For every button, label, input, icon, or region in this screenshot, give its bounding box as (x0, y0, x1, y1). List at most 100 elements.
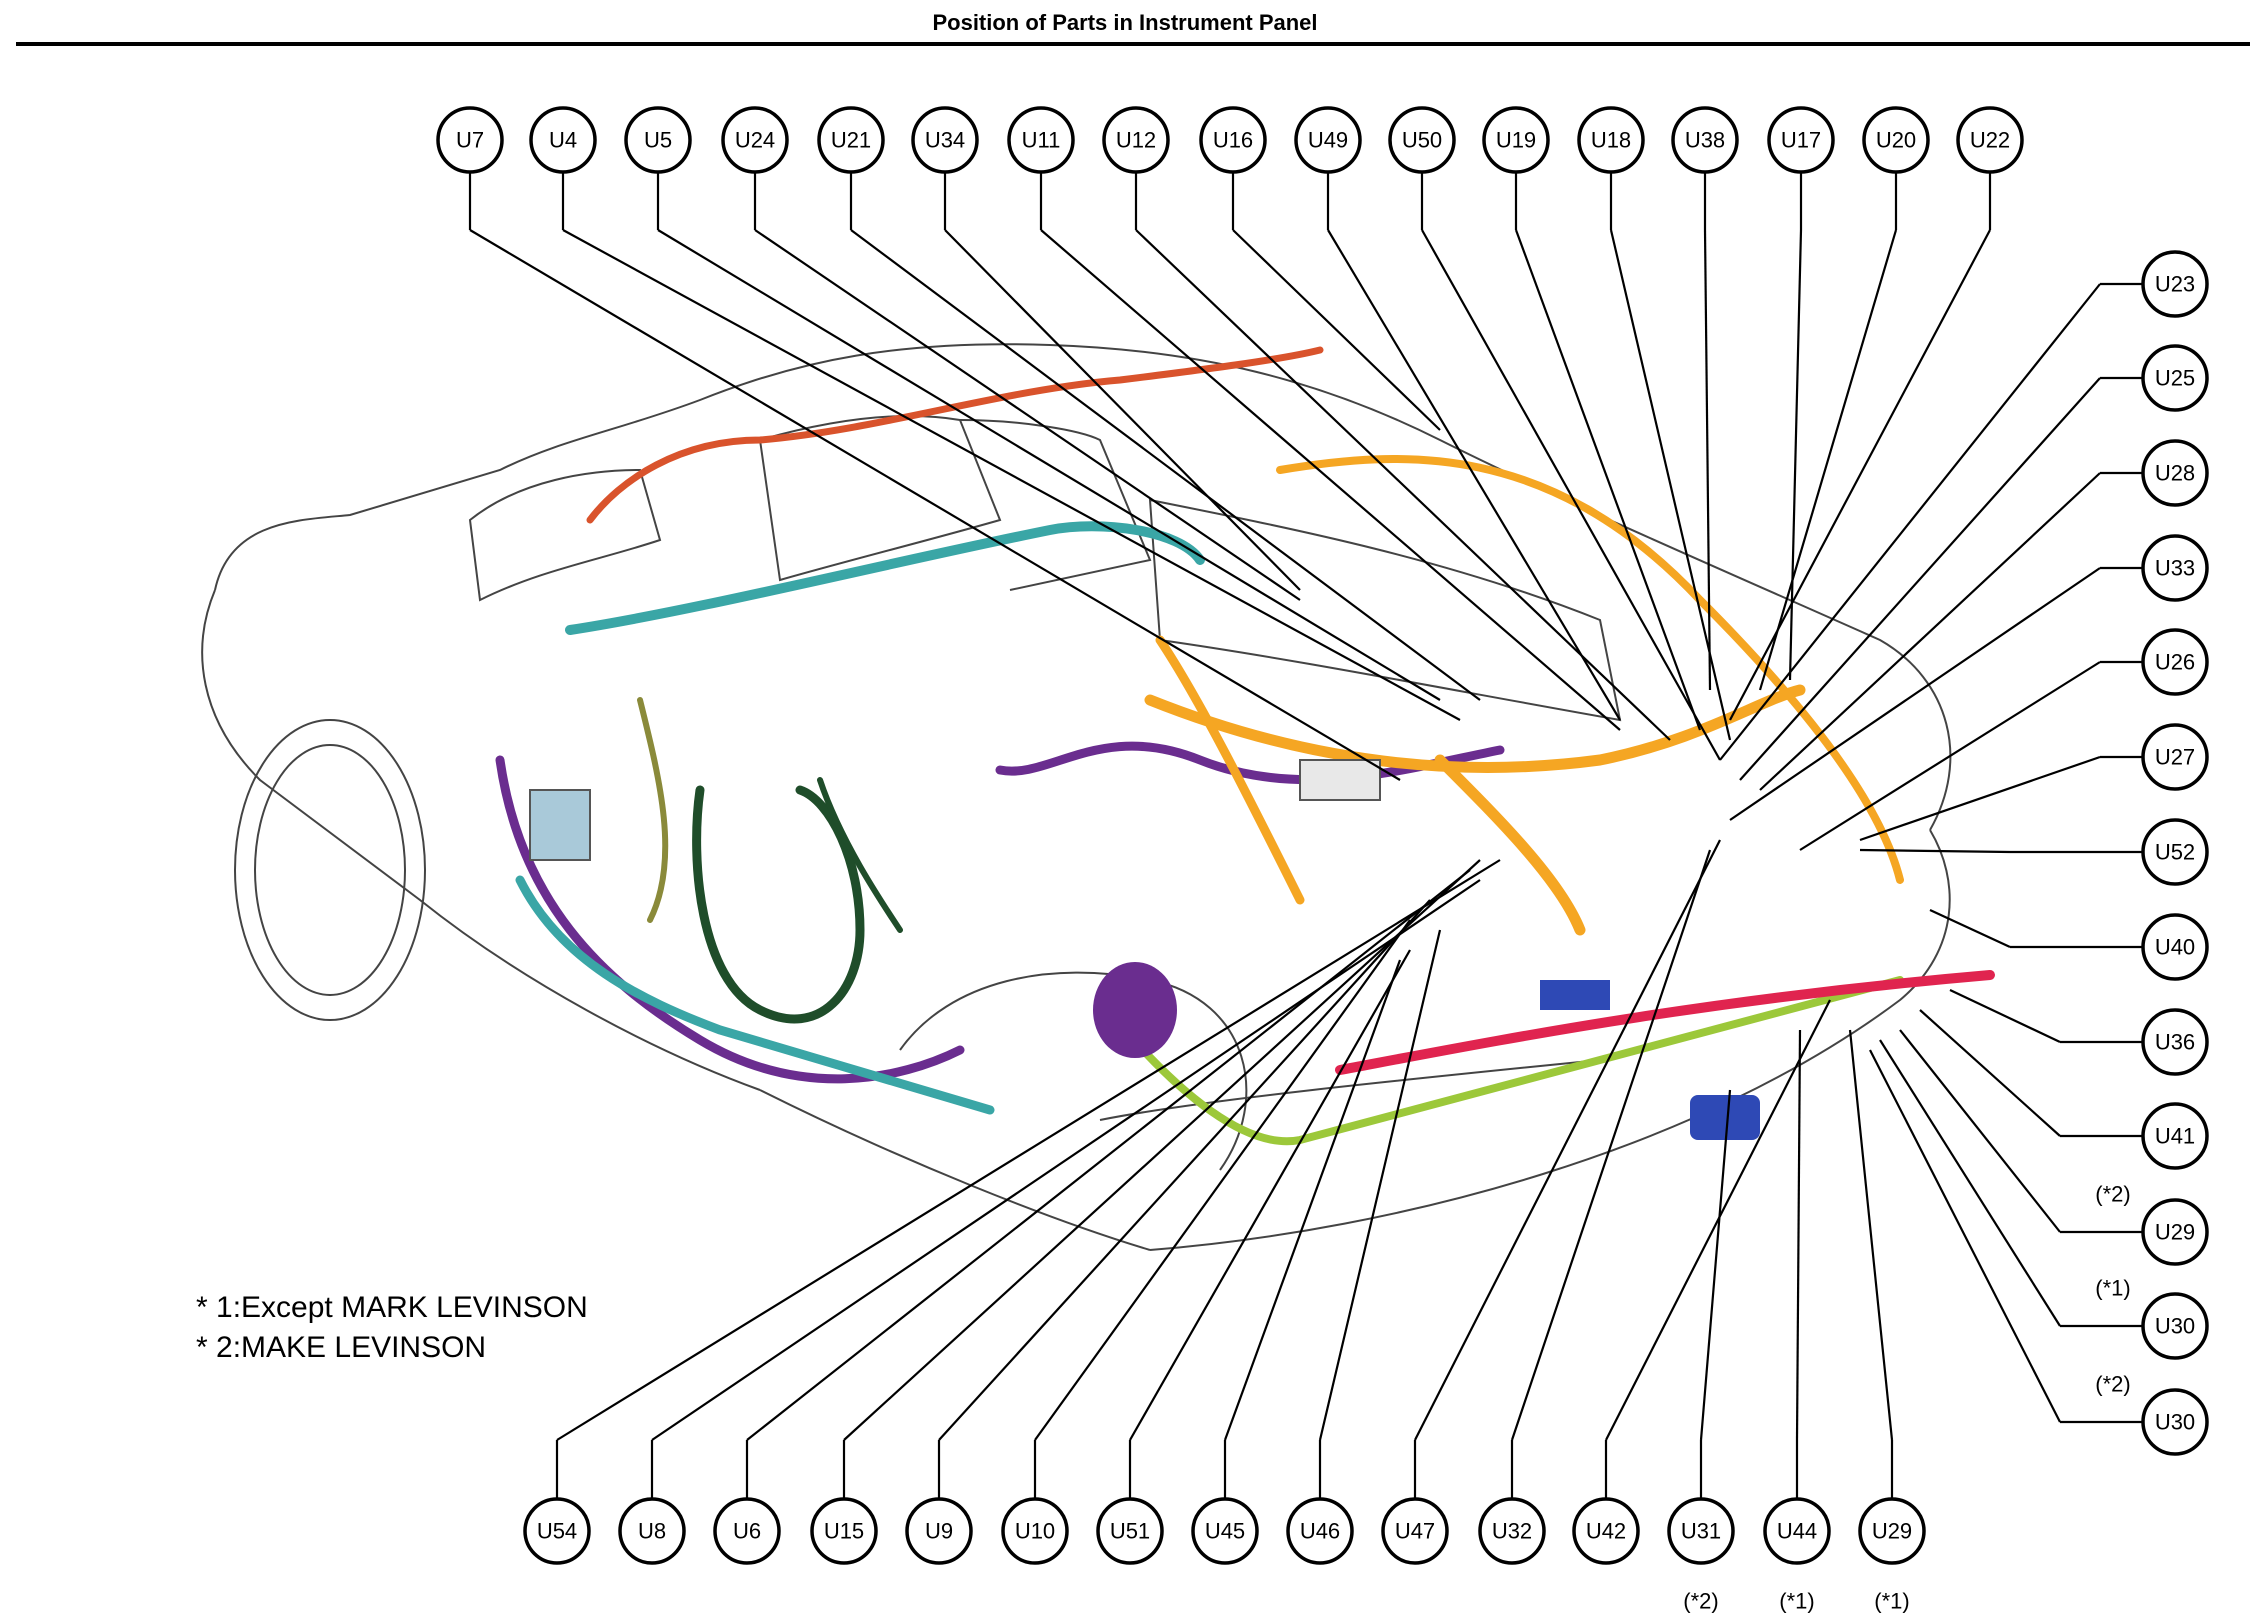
leader-line (1414, 839, 1721, 1441)
leader-line (1514, 229, 1702, 731)
callout-circle (1478, 1497, 1546, 1565)
callout-label: U16 (1213, 128, 1253, 153)
callout-circle (2141, 344, 2209, 412)
callout-circle (1667, 1497, 1735, 1565)
callout-label: U22 (1970, 128, 2010, 153)
leader-line (1879, 1039, 2061, 1327)
callout-circle (1671, 106, 1739, 174)
callout-label: U32 (1492, 1519, 1532, 1544)
callout-circle (2141, 534, 2209, 602)
leader-line (1040, 229, 1621, 731)
leader-line (850, 229, 1481, 701)
callout-circle (1007, 106, 1075, 174)
callout-u45: U45 (1191, 1497, 1259, 1565)
title-rule (16, 42, 2250, 46)
callout-label: U4 (549, 128, 577, 153)
callout-u31: U31 (*2) (1667, 1497, 1735, 1614)
callout-label: U12 (1116, 128, 1156, 153)
leader-line (562, 229, 1461, 721)
callout-label: U15 (824, 1519, 864, 1544)
callout-note: (*1) (1779, 1589, 1814, 1614)
callout-label: U51 (1110, 1519, 1150, 1544)
callout-circle (1381, 1497, 1449, 1565)
leader-line (1949, 989, 2061, 1043)
callout-circle (2141, 439, 2209, 507)
callout-label: U20 (1876, 128, 1916, 153)
callout-u30: U30(*1) (2095, 1276, 2209, 1360)
callout-circle (1096, 1497, 1164, 1565)
callout-label: U28 (2155, 461, 2195, 486)
leader-line (1759, 472, 2101, 791)
leader-line (1795, 1029, 1802, 1441)
callout-note: (*2) (1683, 1589, 1718, 1614)
callout-u22: U22 (1956, 106, 2024, 174)
callout-circle (2141, 818, 2209, 886)
callout-circle (1482, 106, 1550, 174)
callout-u29: U29(*2) (2095, 1182, 2209, 1266)
callout-circle (1294, 106, 1362, 174)
callout-note: (*2) (2095, 1372, 2130, 1397)
callout-circle (1199, 106, 1267, 174)
callout-circle (2141, 1388, 2209, 1456)
callout-label: U27 (2155, 745, 2195, 770)
callout-u40: U40 (2141, 913, 2209, 981)
callout-u49: U49 (1294, 106, 1362, 174)
leader-line (1605, 999, 1831, 1441)
callout-circle (911, 106, 979, 174)
callout-label: U17 (1781, 128, 1821, 153)
leader-line (1232, 229, 1441, 431)
callout-circle (721, 106, 789, 174)
leader-line (843, 859, 1481, 1441)
callout-label: U31 (1681, 1519, 1721, 1544)
callout-circle (2141, 913, 2209, 981)
leader-line (1729, 567, 2101, 821)
callout-label: U40 (2155, 935, 2195, 960)
callout-u42: U42 (1572, 1497, 1640, 1565)
callout-u47: U47 (1381, 1497, 1449, 1565)
leader-line (1510, 849, 1712, 1441)
callout-label: U34 (925, 128, 965, 153)
callout-u6: U6 (713, 1497, 781, 1565)
callout-u50: U50 (1388, 106, 1456, 174)
callout-circle (1102, 106, 1170, 174)
callout-circle (1862, 106, 1930, 174)
callout-label: U18 (1591, 128, 1631, 153)
callout-u26: U26 (2141, 628, 2209, 696)
callout-u4: U4 (529, 106, 597, 174)
callout-label: U23 (2155, 272, 2195, 297)
callout-label: U10 (1015, 1519, 1055, 1544)
callout-circle (817, 106, 885, 174)
callout-u52: U52 (2141, 818, 2209, 886)
callout-u25: U25 (2141, 344, 2209, 412)
callout-label: U7 (456, 128, 484, 153)
callout-circle (2141, 628, 2209, 696)
callout-u28: U28 (2141, 439, 2209, 507)
callout-u9: U9 (905, 1497, 973, 1565)
callout-u17: U17 (1767, 106, 1835, 174)
callout-u54: U54 (523, 1497, 591, 1565)
callout-circle (1577, 106, 1645, 174)
callout-u18: U18 (1577, 106, 1645, 174)
callout-circle (2141, 1198, 2209, 1266)
callout-circle (2141, 723, 2209, 791)
callout-circle (1388, 106, 1456, 174)
callout-circle (1956, 106, 2024, 174)
callout-label: U21 (831, 128, 871, 153)
leader-line (1699, 1089, 1732, 1441)
callout-u23: U23 (2141, 250, 2209, 318)
callout-label: U54 (537, 1519, 577, 1544)
callout-label: U30 (2155, 1410, 2195, 1435)
page-title: Position of Parts in Instrument Panel (932, 10, 1318, 35)
callout-u21: U21 (817, 106, 885, 174)
callout-circle (905, 1497, 973, 1565)
car-body-outline (201, 343, 1952, 1251)
callout-u5: U5 (624, 106, 692, 174)
callout-label: U26 (2155, 650, 2195, 675)
callout-label: U41 (2155, 1124, 2195, 1149)
leader-line (1327, 229, 1621, 721)
leader-line (1848, 1029, 1894, 1441)
callout-u41: U41 (2141, 1102, 2209, 1170)
callout-u36: U36 (2141, 1008, 2209, 1076)
callout-u24: U24 (721, 106, 789, 174)
